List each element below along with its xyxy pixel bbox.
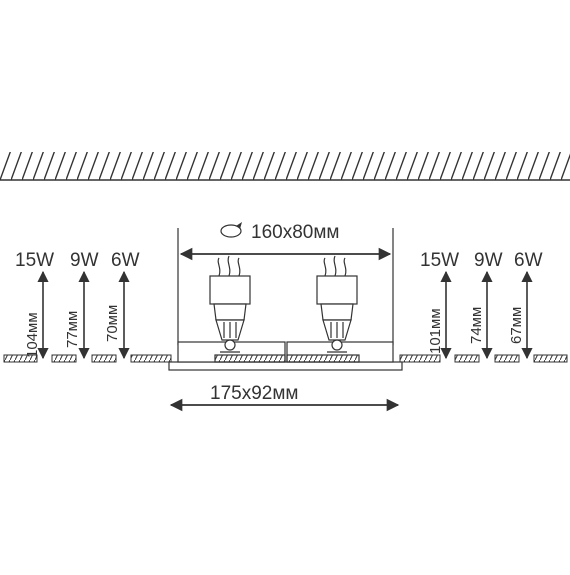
- left-wattage-9w: 9W: [70, 250, 99, 271]
- right-depth-67: 67мм: [508, 307, 525, 344]
- left-depth-labels: 104мм 77мм 70мм: [24, 305, 121, 358]
- right-depth-101: 101мм: [427, 308, 444, 354]
- right-wattage-6w: 6W: [514, 250, 543, 271]
- right-depth-74: 74мм: [468, 307, 485, 344]
- left-depth-104: 104мм: [24, 312, 41, 358]
- left-wattage-6w: 6W: [111, 250, 140, 271]
- right-depth-arrows: [440, 270, 533, 360]
- cutout-dimension: 160x80мм: [179, 222, 392, 261]
- left-wattage-15w: 15W: [15, 250, 54, 271]
- left-depth-70: 70мм: [104, 305, 121, 342]
- rotate-arrow-icon: [220, 222, 242, 238]
- ceiling-hatch: [0, 152, 570, 181]
- ceiling-segments-left: [3, 354, 172, 363]
- frame-dimension: 175x92мм: [169, 383, 400, 412]
- cutout-label: 160x80мм: [251, 222, 339, 243]
- ceiling-segments-right: [399, 354, 568, 363]
- lamp-left: [209, 255, 251, 353]
- left-depth-77: 77мм: [64, 311, 81, 348]
- lamp-right: [316, 255, 358, 353]
- frame-label: 175x92мм: [210, 383, 298, 404]
- right-wattage-labels: 15W 9W 6W: [420, 250, 543, 271]
- right-wattage-15w: 15W: [420, 250, 459, 271]
- left-depth-arrows: [37, 270, 130, 360]
- fixture-housing: [168, 228, 403, 371]
- left-wattage-labels: 15W 9W 6W: [15, 250, 140, 271]
- right-depth-labels: 101мм 74мм 67мм: [427, 307, 525, 354]
- right-wattage-9w: 9W: [474, 250, 503, 271]
